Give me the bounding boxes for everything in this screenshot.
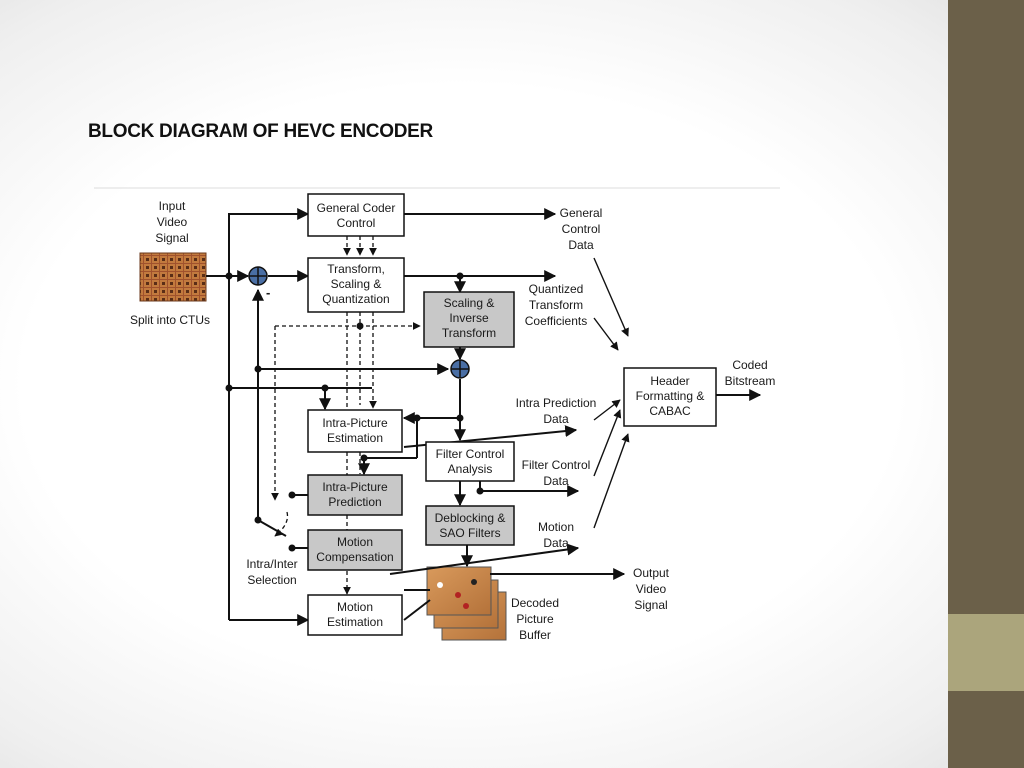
svg-text:Buffer: Buffer — [519, 628, 551, 642]
deblocking-sao-filters-block: Deblocking & SAO Filters — [425, 505, 515, 546]
subtract-sign: - — [266, 285, 270, 300]
svg-text:Coded: Coded — [732, 358, 767, 372]
svg-text:Output: Output — [633, 566, 670, 580]
side-accent — [948, 614, 1024, 691]
svg-text:Transform,: Transform, — [327, 262, 385, 276]
adder-reconstruction — [450, 359, 470, 379]
svg-text:Intra Prediction: Intra Prediction — [516, 396, 597, 410]
motion-estimation-block: Motion Estimation — [307, 594, 403, 636]
svg-text:Filter Control: Filter Control — [436, 447, 505, 461]
svg-text:Selection: Selection — [247, 573, 296, 587]
adder-input — [248, 266, 268, 286]
svg-text:Data: Data — [568, 238, 594, 252]
svg-text:Intra/Inter: Intra/Inter — [246, 557, 297, 571]
svg-text:Data: Data — [543, 474, 569, 488]
transform-scaling-quantization-block: Transform, Scaling & Quantization — [307, 257, 405, 313]
filter-control-data-label: Filter Control Data — [522, 458, 591, 488]
svg-text:Quantized: Quantized — [529, 282, 584, 296]
svg-text:Video: Video — [157, 215, 188, 229]
svg-text:Scaling &: Scaling & — [444, 296, 495, 310]
svg-text:Video: Video — [636, 582, 667, 596]
motion-data-label: Motion Data — [538, 520, 574, 550]
svg-text:Prediction: Prediction — [328, 495, 381, 509]
decoded-picture-buffer-image — [426, 566, 507, 641]
svg-text:Transform: Transform — [442, 326, 496, 340]
svg-text:Deblocking &: Deblocking & — [435, 511, 506, 525]
svg-text:Motion: Motion — [337, 535, 373, 549]
svg-text:Header: Header — [650, 374, 689, 388]
svg-text:General: General — [560, 206, 603, 220]
scaling-inverse-transform-block: Scaling & Inverse Transform — [423, 291, 515, 348]
coded-bitstream-label: Coded Bitstream — [725, 358, 776, 388]
svg-text:Filter Control: Filter Control — [522, 458, 591, 472]
svg-text:Intra-Picture: Intra-Picture — [322, 416, 388, 430]
svg-text:Data: Data — [543, 412, 569, 426]
input-frame-image — [139, 252, 207, 302]
svg-text:CABAC: CABAC — [649, 404, 691, 418]
input-video-signal-label: Input Video Signal — [155, 199, 188, 245]
svg-text:Quantization: Quantization — [322, 292, 389, 306]
svg-text:Input: Input — [159, 199, 186, 213]
svg-text:Data: Data — [543, 536, 569, 550]
svg-text:Control: Control — [337, 216, 376, 230]
svg-text:Motion: Motion — [538, 520, 574, 534]
intra-prediction-data-label: Intra Prediction Data — [516, 396, 597, 426]
svg-text:Bitstream: Bitstream — [725, 374, 776, 388]
motion-compensation-block: Motion Compensation — [307, 529, 403, 571]
svg-text:Inverse: Inverse — [449, 311, 489, 325]
svg-text:Picture: Picture — [516, 612, 554, 626]
svg-text:Intra-Picture: Intra-Picture — [322, 480, 388, 494]
general-coder-control-block: General Coder Control — [307, 193, 405, 237]
svg-text:Estimation: Estimation — [327, 615, 383, 629]
signal-lines — [206, 208, 762, 626]
header-formatting-cabac-block: Header Formatting & CABAC — [623, 367, 717, 427]
output-video-signal-label: Output Video Signal — [633, 566, 670, 612]
intra-picture-prediction-block: Intra-Picture Prediction — [307, 474, 403, 516]
split-into-ctus-label: Split into CTUs — [130, 313, 210, 327]
svg-text:Estimation: Estimation — [327, 431, 383, 445]
svg-text:Signal: Signal — [155, 231, 188, 245]
quantized-transform-coefficients-label: Quantized Transform Coefficients — [525, 282, 587, 328]
slide-title: BLOCK DIAGRAM OF HEVC ENCODER — [88, 121, 433, 142]
svg-text:Analysis: Analysis — [448, 462, 493, 476]
svg-text:General Coder: General Coder — [317, 201, 396, 215]
svg-text:Scaling &: Scaling & — [331, 277, 382, 291]
intra-picture-estimation-block: Intra-Picture Estimation — [307, 409, 403, 453]
svg-text:Formatting &: Formatting & — [636, 389, 705, 403]
filter-control-analysis-block: Filter Control Analysis — [425, 441, 515, 482]
junction-dots — [225, 272, 484, 552]
svg-text:Motion: Motion — [337, 600, 373, 614]
svg-text:Transform: Transform — [529, 298, 583, 312]
svg-text:Signal: Signal — [634, 598, 667, 612]
svg-text:Coefficients: Coefficients — [525, 314, 587, 328]
svg-text:SAO Filters: SAO Filters — [439, 526, 500, 540]
svg-text:Decoded: Decoded — [511, 596, 559, 610]
svg-text:Control: Control — [562, 222, 601, 236]
svg-text:Compensation: Compensation — [316, 550, 393, 564]
decoded-picture-buffer-label: Decoded Picture Buffer — [511, 596, 559, 642]
intra-inter-selection-label: Intra/Inter Selection — [246, 557, 297, 587]
general-control-data-label: General Control Data — [560, 206, 603, 252]
